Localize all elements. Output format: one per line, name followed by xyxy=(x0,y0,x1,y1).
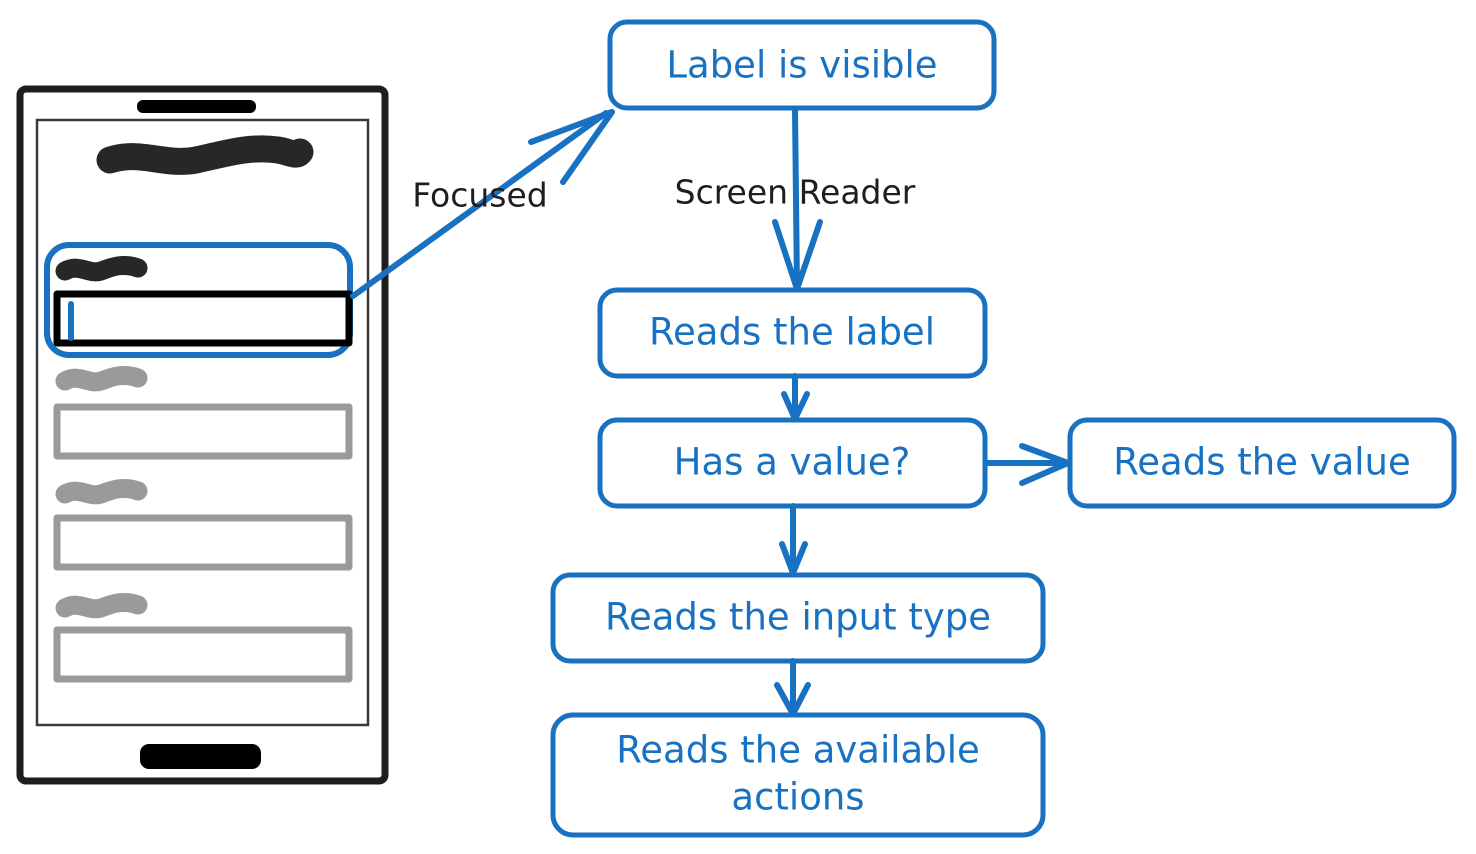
node-label-is-visible[interactable]: Label is visible xyxy=(607,19,997,111)
focused-arrow-head xyxy=(528,109,615,185)
edge-focused xyxy=(350,109,615,299)
node-reads-the-label-text: Reads the label xyxy=(649,311,935,354)
edge-value-to-input-type-head xyxy=(779,541,808,576)
node-reads-the-input-type-box xyxy=(550,572,1046,664)
phone-wireframe xyxy=(16,85,389,785)
edge-label-screen-reader: Screen Reader xyxy=(675,173,916,212)
node-reads-the-label[interactable]: Reads the label xyxy=(597,287,988,379)
phone-screen xyxy=(35,118,370,727)
node-label-is-visible-box xyxy=(607,19,997,111)
phone-speaker-icon xyxy=(137,100,256,113)
phone-field-4[interactable] xyxy=(53,592,353,683)
edge-input-type-to-actions xyxy=(774,658,811,717)
phone-field-focused[interactable] xyxy=(44,242,353,358)
screen-reader-arrow-head xyxy=(772,219,823,292)
node-reads-the-available-actions-line2: actions xyxy=(731,776,864,819)
text-input-3[interactable] xyxy=(53,514,353,571)
phone-field-2[interactable] xyxy=(53,365,353,460)
field-label-scribble-4 xyxy=(55,592,148,619)
node-reads-the-value[interactable]: Reads the value xyxy=(1067,417,1457,509)
screen-reader-arrow-line xyxy=(792,107,800,291)
edge-screen-reader xyxy=(772,107,823,292)
phone-title-scribble xyxy=(96,135,314,175)
phone-home-button[interactable] xyxy=(140,744,261,769)
field-label-scribble-1 xyxy=(55,255,148,282)
field-label-scribble-2 xyxy=(55,365,148,392)
edge-input-type-to-actions-head xyxy=(774,682,811,717)
node-reads-the-available-actions-line1: Reads the available xyxy=(616,729,980,772)
field-label-scribble-3 xyxy=(55,478,148,505)
node-label-is-visible-text: Label is visible xyxy=(666,44,937,87)
text-input-4[interactable] xyxy=(53,626,353,683)
edge-value-to-input-type xyxy=(779,503,808,576)
edge-value-to-reads-value-head xyxy=(1019,443,1071,486)
node-reads-the-available-actions-box xyxy=(550,712,1046,838)
text-input-2[interactable] xyxy=(53,403,353,460)
edge-label-to-value xyxy=(781,373,810,422)
node-reads-the-input-type-text: Reads the input type xyxy=(605,596,991,639)
focused-arrow-line xyxy=(350,110,609,299)
phone-field-3[interactable] xyxy=(53,478,353,571)
node-reads-the-available-actions[interactable]: Reads the available actions xyxy=(550,712,1046,838)
node-has-a-value[interactable]: Has a value? xyxy=(597,417,988,509)
node-reads-the-value-box xyxy=(1067,417,1457,509)
text-input-focused[interactable] xyxy=(53,290,353,347)
edge-value-to-reads-value xyxy=(985,443,1071,486)
node-reads-the-input-type[interactable]: Reads the input type xyxy=(550,572,1046,664)
node-reads-the-value-text: Reads the value xyxy=(1113,441,1411,484)
edge-label-to-value-head xyxy=(781,391,810,422)
edge-label-focused: Focused xyxy=(412,176,548,215)
node-has-a-value-text: Has a value? xyxy=(674,441,911,484)
